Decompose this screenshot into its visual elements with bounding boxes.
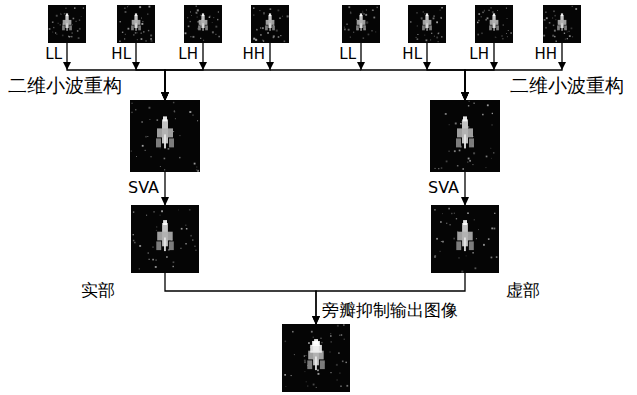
node-label: HH (534, 46, 557, 63)
image-node: HL (408, 5, 446, 43)
flow-arrow (464, 172, 465, 205)
flow-arrow (165, 43, 203, 100)
flow-arrow (136, 43, 165, 100)
image-node: 虚部 (431, 205, 499, 273)
node-label: 二维小波重构 (8, 75, 122, 97)
node-label: LH (178, 46, 198, 63)
image-node: LL (48, 5, 86, 43)
radar-image (430, 100, 500, 172)
radar-image (48, 5, 86, 43)
radar-image (282, 324, 350, 392)
radar-image (408, 5, 446, 43)
image-node: LH (475, 5, 513, 43)
radar-image (131, 205, 199, 273)
node-label: HL (402, 46, 422, 63)
flow-arrow (165, 43, 270, 100)
flow-arrow (316, 273, 465, 324)
image-node: LH (184, 5, 222, 43)
flow-arrow (465, 43, 494, 100)
edge-label: SVA (128, 179, 159, 197)
node-label: LL (339, 46, 356, 63)
node-label: HH (242, 46, 265, 63)
flow-arrow (427, 43, 465, 100)
image-node: HH (251, 5, 289, 43)
image-node: 二维小波重构 (130, 100, 200, 172)
radar-image (543, 5, 581, 43)
node-label: HL (111, 46, 131, 63)
radar-image (117, 5, 155, 43)
node-label: 旁瓣抑制输出图像 (322, 301, 458, 321)
radar-image (251, 5, 289, 43)
radar-image (130, 100, 200, 172)
flow-arrow (165, 273, 316, 324)
flow-arrow (164, 172, 165, 205)
radar-image (475, 5, 513, 43)
node-label: 实部 (81, 281, 115, 301)
radar-image (184, 5, 222, 43)
image-node: 二维小波重构 (430, 100, 500, 172)
image-node: HH (543, 5, 581, 43)
image-node: 旁瓣抑制输出图像 (282, 324, 350, 392)
image-node: LL (342, 5, 380, 43)
radar-image (431, 205, 499, 273)
node-label: LH (469, 46, 489, 63)
image-node: 实部 (131, 205, 199, 273)
radar-image (342, 5, 380, 43)
node-label: 二维小波重构 (510, 75, 624, 97)
edge-label: SVA (428, 179, 459, 197)
flow-arrow (361, 43, 465, 100)
image-node: HL (117, 5, 155, 43)
node-label: LL (45, 46, 62, 63)
node-label: 虚部 (506, 281, 540, 301)
bus-line (270, 69, 361, 70)
